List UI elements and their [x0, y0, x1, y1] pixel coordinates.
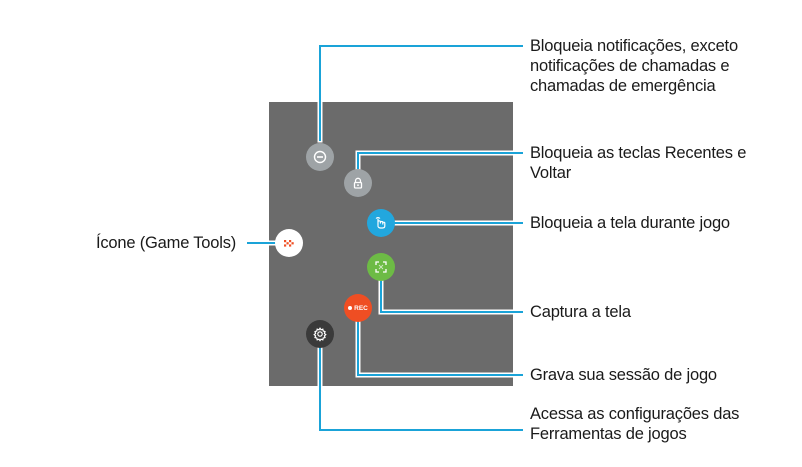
gear-icon — [312, 326, 328, 342]
screenshot-button[interactable] — [367, 253, 395, 281]
label-lock-screen: Bloqueia a tela durante jogo — [530, 214, 730, 232]
leader-block-keys — [357, 152, 523, 169]
block-keys-button[interactable] — [344, 169, 372, 197]
settings-button[interactable] — [306, 320, 334, 348]
record-button[interactable]: REC — [344, 294, 372, 322]
hand-touch-icon — [373, 215, 389, 231]
leader-record — [357, 321, 523, 376]
game-tools-button[interactable] — [275, 229, 303, 257]
leader-screenshot — [380, 281, 523, 313]
record-label: REC — [354, 304, 368, 312]
label-record: Grava sua sessão de jogo — [530, 366, 717, 384]
leader-block-notifications — [319, 45, 523, 141]
label-settings: Acessa as configurações das Ferramentas … — [530, 405, 740, 443]
label-game-tools-icon: Ícone (Game Tools) — [96, 234, 237, 252]
padlock-icon — [351, 176, 365, 190]
lock-screen-button[interactable] — [367, 209, 395, 237]
minus-circle-icon — [313, 150, 327, 164]
block-notifications-button[interactable] — [306, 143, 334, 171]
game-tools-icon — [282, 236, 296, 250]
label-block-keys: Bloqueia as teclas Recentes e Voltar — [530, 144, 747, 182]
label-block-notifications: Bloqueia notificações, exceto notificaçõ… — [530, 37, 738, 95]
leader-settings — [319, 347, 523, 431]
screenshot-frame-icon — [374, 260, 388, 274]
label-screenshot: Captura a tela — [530, 303, 631, 321]
record-dot-icon — [348, 306, 353, 310]
